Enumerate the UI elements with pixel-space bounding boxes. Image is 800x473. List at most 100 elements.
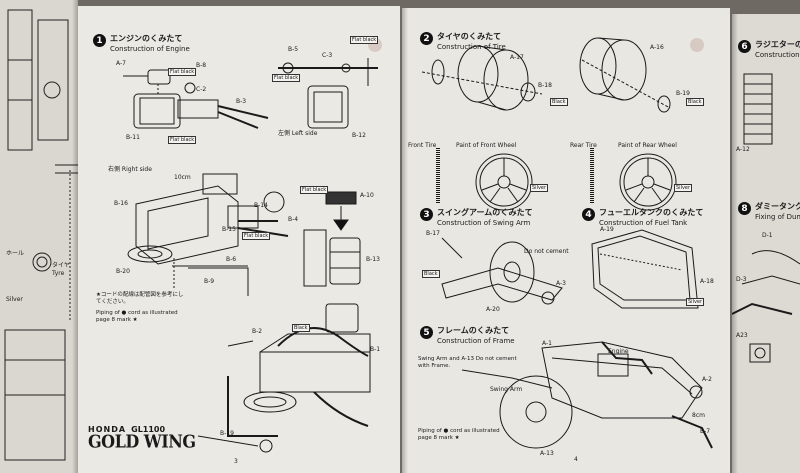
front-tire-label: Front Tire [408,142,437,149]
part-B-5: B-5 [288,46,299,53]
right-side-label: 右側 Right side [108,166,152,173]
part-A-7: A-7 [116,60,126,67]
paint-tag-flat-black: Flat black [168,68,197,76]
left-partial-diagram [4,9,78,461]
part-C-3: C-3 [322,52,333,59]
silver-label: Silver [6,296,23,303]
step-number: 5 [420,326,433,339]
paint-tag-black: Black [550,98,568,106]
step-number: 2 [420,32,433,45]
rear-tire-label: Rear Tire [570,142,597,149]
step-title-jp: エンジンのくみたて [110,34,183,43]
step-title-en: Fixing of Dummy T [755,213,800,221]
step-title-en: Construction of [755,51,800,59]
part-B-16: B-16 [114,200,128,207]
paint-tag-black: Black [292,324,310,332]
page-number: 3 [234,458,238,465]
fold-shadow [732,14,738,473]
frame-cement-note: Swing Arm and A-13 Do not cement with Fr… [418,356,517,369]
next-page-edge: 6 ラジエターのくみ Construction of 8 ダミータンクのと Fi… [732,14,800,473]
cord-length-label: 10cm [174,174,191,181]
step-8-heading: 8 ダミータンクのと Fixing of Dummy T [738,202,800,222]
step-number: 4 [582,208,595,221]
step-number: 3 [420,208,433,221]
cord-length-label: 8cm [692,412,705,419]
step-1-heading: 1 エンジンのくみたて Construction of Engine [93,34,190,54]
part-A23: A23 [736,332,748,339]
part-A-13: A-13 [540,450,554,457]
instruction-page-4: 2 タイヤのくみたて Construction of Tire 3 スイングアー… [402,8,730,473]
part-B-19: B-19 [676,90,690,97]
tyre-label-jp: タイヤ [52,262,70,269]
part-B-6: B-6 [226,256,237,263]
rear-wheel-paint-label: Paint of Rear Wheel [618,142,677,149]
part-A-10: A-10 [360,192,374,199]
part-C-2: C-2 [196,86,207,93]
part-B-17: B-17 [426,230,440,237]
rear-tire-cement-note: Do not cement [524,248,569,255]
part-A-3: A-3 [556,280,566,287]
paint-tag-flat-black-2: Flat black [168,136,197,144]
radiator-tank-diagram [732,73,800,363]
honda-goldwing-logo: HONDA GL1100 GOLD WING [88,421,196,452]
part-B-4: B-4 [288,216,299,223]
part-B-18: B-18 [538,82,552,89]
paint-tag-flat-black-6: Flat black [242,232,271,240]
engine-label: Engine [608,348,629,355]
step-title-jp: ラジエターのくみ [755,40,800,49]
part-B-15: B-15 [222,226,236,233]
piping-note: Piping of ● cord as illustrated page 8 m… [96,310,178,323]
left-side-label: 左側 Left side [278,130,318,137]
part-A-1: A-1 [542,340,552,347]
step-5-heading: 5 フレームのくみたて Construction of Frame [420,326,515,346]
part-B-9: B-9 [204,278,215,285]
step-4-heading: 4 フューエルタンクのくみたて Construction of Fuel Tan… [582,208,703,228]
step-title-en: Construction of Frame [437,337,515,345]
part-A-2: A-2 [702,376,712,383]
part-A-19: A-19 [600,226,614,233]
step-title-jp: フューエルタンクのくみたて [599,208,704,217]
part-B-12: B-12 [352,132,366,139]
part-B-11: B-11 [126,134,140,141]
step-number: 1 [93,34,106,47]
part-B-2: B-2 [252,328,263,335]
front-wheel-paint-label: Paint of Front Wheel [456,142,517,149]
logo-brand: HONDA [88,425,127,434]
step-title-jp: ダミータンクのと [755,202,800,211]
part-A-20: A-20 [486,306,500,313]
step-title-en: Construction of Fuel Tank [599,219,688,227]
paint-tag-black-3: Black [422,270,440,278]
part-A-16: A-16 [650,44,664,51]
step-6-heading: 6 ラジエターのくみ Construction of [738,40,800,60]
part-B-3: B-3 [236,98,247,105]
paint-tag-silver-3: Silver [686,298,705,306]
part-D-3: D-3 [736,276,747,283]
instruction-page-3: 1 エンジンのくみたて Construction of Engine [78,6,400,473]
paint-tag-silver-2: Silver [674,184,693,192]
hole-label: ホール [6,250,25,257]
part-B-19: B-19 [220,430,234,437]
tire-frame-diagram [421,37,713,449]
part-B-8: B-8 [196,62,207,69]
part-B-7: B-7 [700,428,711,435]
step-title-en: Construction of Engine [110,45,190,53]
part-A-12: A-12 [736,146,750,153]
page-number: 4 [574,456,578,463]
step-title-en: Construction of Swing Arm [437,219,531,227]
paint-tag-silver: Silver [530,184,549,192]
part-B-20: B-20 [116,268,130,275]
logo-name: GOLD WING [88,431,196,452]
piping-note-jp: ★コードの配線は配管図を参考にしてください。 [96,292,184,305]
part-B-1: B-1 [370,346,381,353]
part-A-17: A-17 [510,54,524,61]
part-B-13: B-13 [366,256,380,263]
logo-model: GL1100 [131,425,166,434]
step-number: 8 [738,202,751,215]
paint-tag-flat-black-5: Flat black [300,186,329,194]
fold-shadow [402,8,408,473]
paint-tag-black-2: Black [686,98,704,106]
step-3-heading: 3 スイングアームのくみたて Construction of Swing Arm [420,208,533,228]
step-number: 6 [738,40,751,53]
part-D-1: D-1 [762,232,773,239]
step-title-jp: タイヤのくみたて [437,32,502,41]
